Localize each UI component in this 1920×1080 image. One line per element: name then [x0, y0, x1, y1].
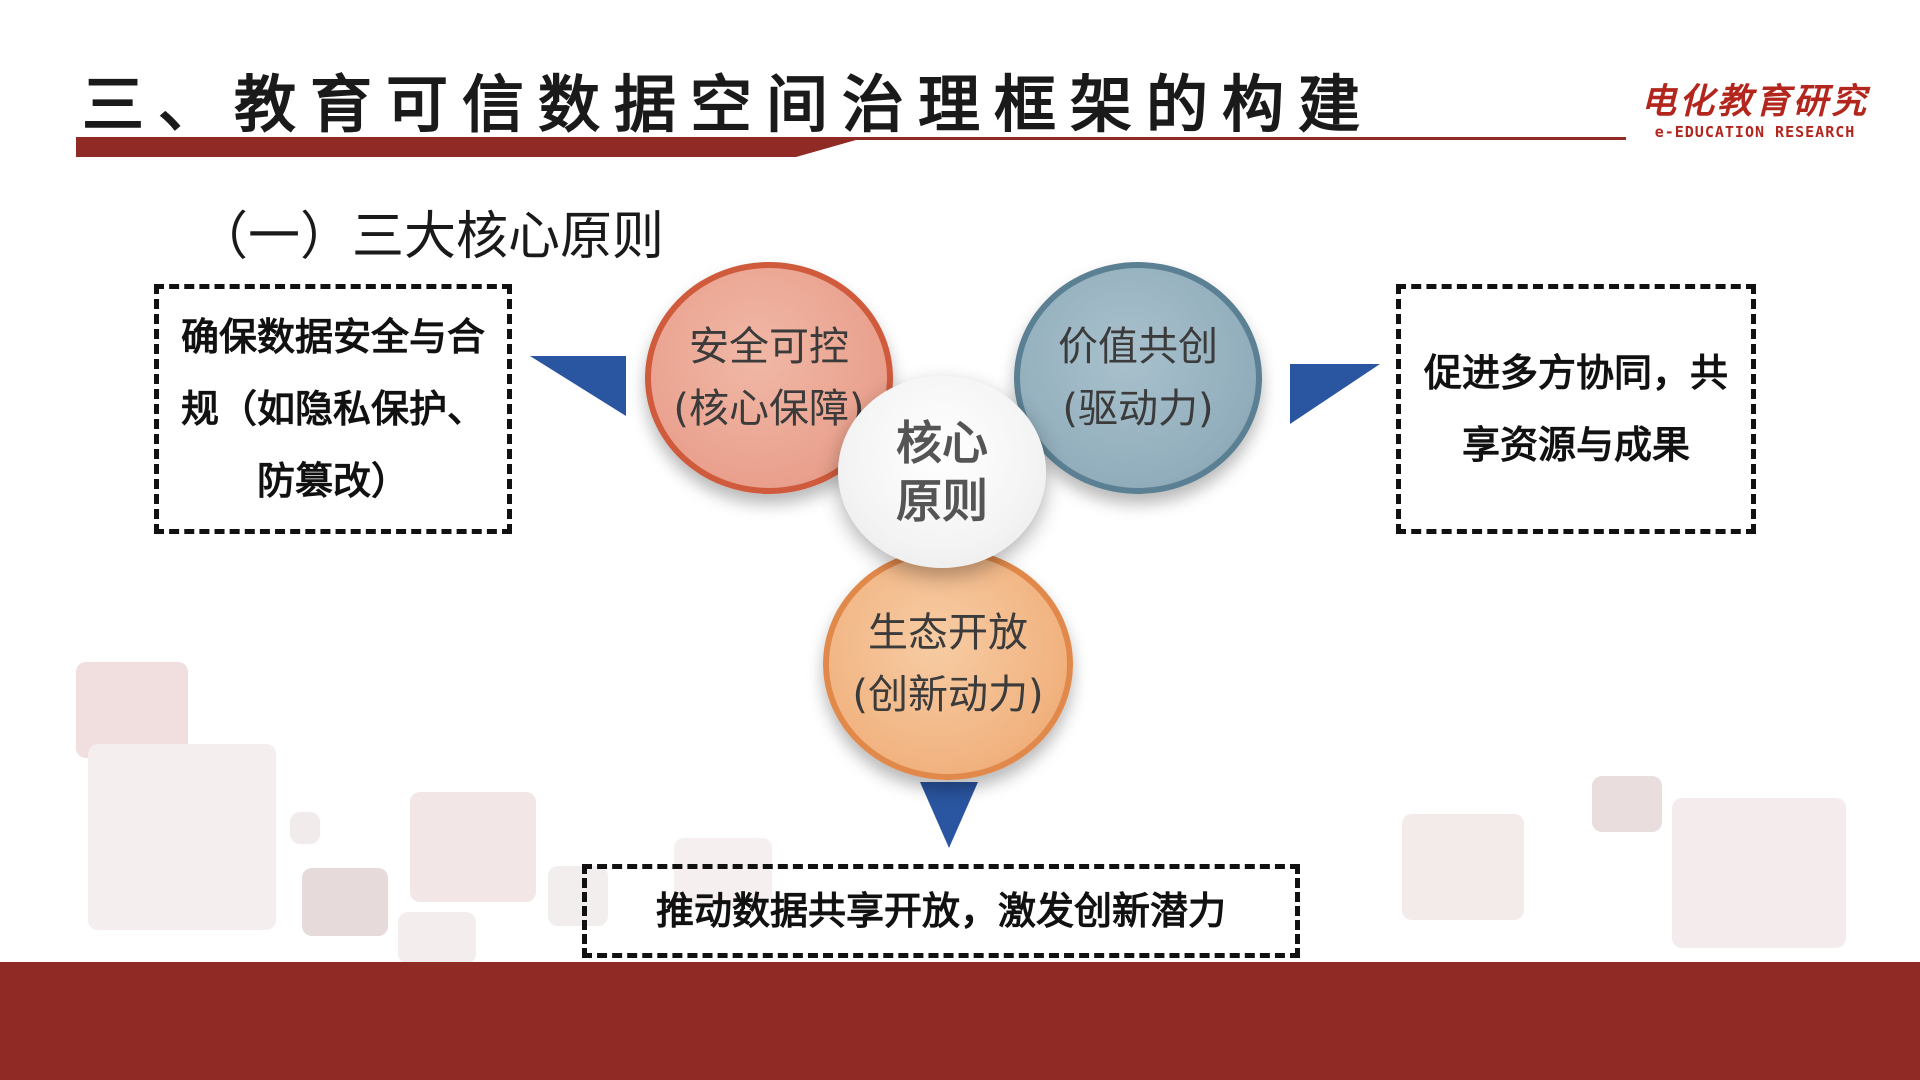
circle-value-title: 价值共创 — [1058, 324, 1218, 370]
logo-english: e-EDUCATION RESEARCH — [1654, 123, 1856, 141]
box-value-description: 促进多方协同，共享资源与成果 — [1396, 284, 1756, 534]
circle-eco-subtitle: (创新动力) — [852, 672, 1044, 718]
circle-core-principles: 核心 原则 — [838, 376, 1046, 568]
box-value-text: 促进多方协同，共享资源与成果 — [1423, 351, 1728, 467]
title-underline — [76, 137, 1626, 157]
arrow-left-icon — [530, 356, 626, 416]
footer-band — [0, 962, 1920, 1080]
circle-value-subtitle: (驱动力) — [1062, 386, 1214, 432]
arrow-right-icon — [1290, 364, 1380, 424]
box-ecosystem-text: 推动数据共享开放，激发创新潜力 — [655, 889, 1226, 933]
circle-safety-subtitle: (核心保障) — [673, 386, 865, 432]
section-subtitle: （一）三大核心原则 — [196, 207, 665, 267]
page-title: 三、教育可信数据空间治理框架的构建 — [82, 68, 1375, 141]
box-safety-description: 确保数据安全与合规（如隐私保护、防篡改） — [154, 284, 512, 534]
core-line-1: 核心 — [896, 416, 988, 470]
box-ecosystem-description: 推动数据共享开放，激发创新潜力 — [582, 864, 1300, 958]
circle-safety-title: 安全可控 — [689, 324, 849, 370]
logo-chinese: 电化教育研究 — [1640, 81, 1869, 122]
arrow-down-icon — [920, 782, 978, 848]
journal-logo: 电化教育研究 e-EDUCATION RESEARCH — [1640, 82, 1870, 142]
circle-eco-title: 生态开放 — [868, 610, 1028, 656]
circle-safety-control: 安全可控 (核心保障) — [645, 262, 893, 494]
circle-ecosystem-open: 生态开放 (创新动力) — [823, 548, 1073, 780]
box-safety-text: 确保数据安全与合规（如隐私保护、防篡改） — [180, 315, 485, 503]
core-line-2: 原则 — [896, 474, 988, 528]
circle-value-cocreation: 价值共创 (驱动力) — [1014, 262, 1262, 494]
